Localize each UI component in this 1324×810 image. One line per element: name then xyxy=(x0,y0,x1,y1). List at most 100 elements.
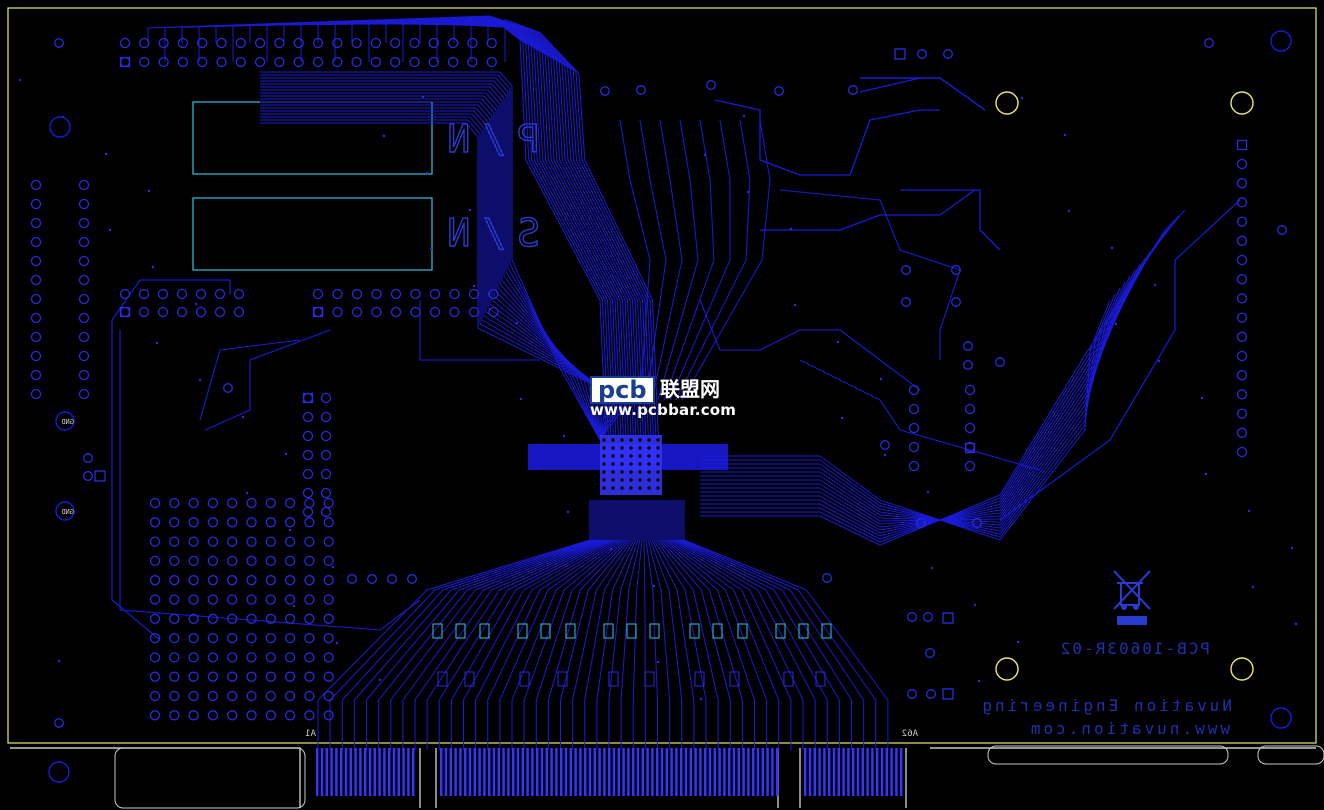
pad xyxy=(284,690,296,702)
pad xyxy=(158,56,169,68)
trace xyxy=(260,71,601,441)
pad xyxy=(83,453,93,463)
pad xyxy=(284,710,296,721)
pad xyxy=(233,306,245,318)
pad xyxy=(302,411,314,423)
pad xyxy=(149,536,161,547)
pad xyxy=(1236,293,1248,304)
via-dot xyxy=(472,284,476,288)
trace xyxy=(675,119,751,401)
finger xyxy=(593,748,596,796)
trace xyxy=(619,119,651,401)
pad xyxy=(265,710,276,721)
pad xyxy=(30,388,42,400)
trace xyxy=(900,189,1001,251)
resistor-pad xyxy=(455,623,466,639)
pad xyxy=(302,506,314,518)
pad xyxy=(188,632,199,644)
trace xyxy=(300,22,629,441)
pad xyxy=(138,306,150,318)
trace xyxy=(260,74,601,441)
finger xyxy=(665,748,668,796)
via-dot xyxy=(1114,322,1118,326)
pad xyxy=(30,350,42,362)
via-dot xyxy=(789,227,793,231)
pad xyxy=(274,56,285,68)
pad xyxy=(119,306,131,318)
trace xyxy=(700,221,1176,540)
pad xyxy=(265,632,276,644)
resistor-pad xyxy=(649,623,660,639)
bga-ball xyxy=(656,438,660,442)
trace xyxy=(260,89,601,441)
trace xyxy=(679,500,865,750)
pad xyxy=(323,575,334,586)
bga-ball xyxy=(611,470,615,474)
pad xyxy=(138,288,150,300)
finger xyxy=(574,748,577,796)
pad xyxy=(908,422,920,434)
pad xyxy=(284,671,296,682)
pad xyxy=(246,594,257,605)
pad xyxy=(951,265,961,275)
trace xyxy=(700,269,1136,526)
pad xyxy=(923,612,933,622)
pad xyxy=(390,37,401,49)
pad xyxy=(169,690,180,702)
finger xyxy=(675,748,678,796)
pad xyxy=(304,594,315,605)
finger xyxy=(483,748,486,796)
pad xyxy=(302,449,314,461)
trace xyxy=(119,330,421,631)
trace xyxy=(329,500,593,750)
finger xyxy=(449,748,452,796)
pad xyxy=(188,497,199,509)
trace xyxy=(487,19,657,441)
pad xyxy=(284,575,296,586)
pad xyxy=(409,37,420,49)
via-dot xyxy=(973,603,977,607)
pad xyxy=(78,312,90,324)
weee-recycle-bin-icon xyxy=(1113,570,1151,625)
trace xyxy=(317,500,591,750)
bga-ball xyxy=(611,446,615,450)
pad xyxy=(409,56,420,68)
bga-ball xyxy=(656,470,660,474)
trace xyxy=(317,23,632,441)
trace xyxy=(341,500,595,750)
finger xyxy=(516,748,520,796)
pad xyxy=(1236,427,1248,438)
finger xyxy=(876,748,879,796)
pad xyxy=(880,440,890,450)
gnd-label-1: GND xyxy=(61,418,74,426)
pad xyxy=(78,293,90,305)
trace xyxy=(661,500,755,750)
pad xyxy=(302,487,314,499)
pad xyxy=(332,306,343,318)
pad xyxy=(486,56,497,68)
pad xyxy=(169,575,180,586)
pad xyxy=(149,652,161,663)
via-dot xyxy=(331,565,335,569)
pad xyxy=(235,56,246,68)
trace xyxy=(463,500,615,750)
pad xyxy=(214,288,226,300)
pad xyxy=(246,632,257,644)
mounting-hole-icon xyxy=(48,30,1292,783)
finger xyxy=(694,748,697,796)
pad xyxy=(347,574,357,584)
pad xyxy=(216,37,227,49)
pad xyxy=(265,594,276,605)
pad xyxy=(323,497,334,509)
via-dot xyxy=(1063,133,1067,137)
pad xyxy=(429,306,441,318)
finger xyxy=(383,748,386,796)
bga-ball xyxy=(647,470,651,474)
pad xyxy=(706,80,716,90)
bga-ball xyxy=(647,478,651,482)
via-dot xyxy=(1157,359,1161,363)
finger xyxy=(756,748,760,796)
pad xyxy=(323,594,334,605)
trace xyxy=(681,119,771,401)
